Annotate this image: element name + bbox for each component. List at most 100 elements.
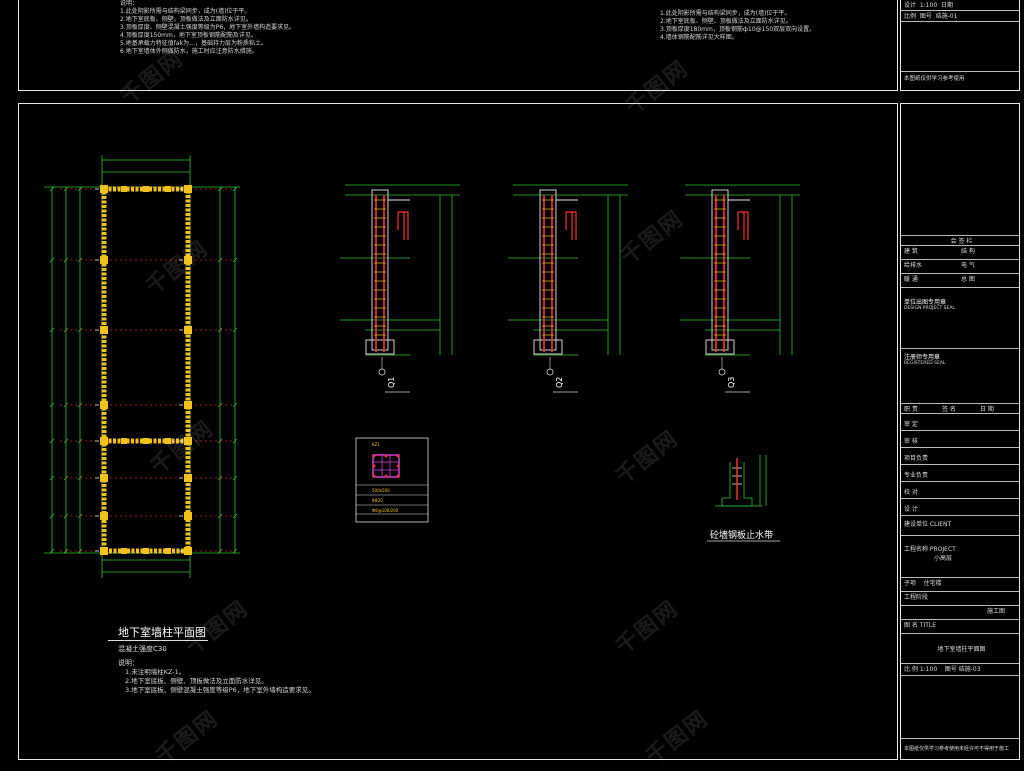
wall-column [100, 437, 108, 445]
wall-column [100, 185, 108, 193]
wall-column [184, 512, 192, 520]
staff-row: 审 核 [901, 431, 1019, 448]
section-label: Q1 [387, 377, 396, 388]
staff-row: 项目负责 [901, 448, 1019, 465]
tb-r2c: 结施-01 [935, 13, 958, 20]
tb-r2a: 比例 [904, 13, 917, 20]
rebar-dot [372, 454, 376, 458]
sub-label: 子项 [904, 580, 917, 587]
no-label: 图号 [944, 666, 957, 673]
project-value: 小高层 [934, 555, 953, 562]
staff-head-cell: 签 名 [942, 406, 956, 413]
waterstop-detail [707, 455, 780, 542]
note-line: 1.此处阴影所需与结构梁同步，成为(墙)位于平。 [660, 10, 791, 17]
rebar-dot [396, 464, 400, 468]
plan-notes-head: 说明： [118, 659, 139, 667]
reg-seal-sub: REGISTERED SEAL [904, 361, 946, 366]
right-title-block: 会 签 栏 建 筑结 构给排水电 气暖 通总 图 单位出图专用章 DESIGN … [900, 103, 1020, 760]
sign-row: 暖 通总 图 [901, 274, 1019, 288]
wall-column [184, 185, 192, 193]
wall-column-plan [44, 155, 240, 578]
plan-concrete: 混凝土强度C30 [118, 645, 167, 653]
wall-column [100, 256, 108, 264]
sub-value: 住宅楼 [923, 580, 942, 587]
wall-column [100, 401, 108, 409]
unit-seal-label: 单位出图专用章 [904, 299, 947, 306]
note-line: 说明： [120, 0, 139, 7]
wall-column [100, 474, 108, 482]
top-title-block: 设计 1:100 日期 比例 图号 结施-01 本图纸仅供学习参考使用 [900, 0, 1020, 91]
drawing-value: 地下室墙柱平面图 [901, 634, 1019, 664]
top-notes-left: 说明：1.此处阴影所需与结构梁同步，成为(墙)位于平。2.地下室底板、侧壁、顶板… [120, 0, 295, 56]
note-line: 2.地下室底板、侧壁、顶板做法及立面防水详见。 [660, 18, 792, 25]
staff-row: 设 计 [901, 499, 1019, 516]
staff-head-cell: 日 期 [980, 406, 994, 413]
note-line: 2.地下室底板、侧壁、顶板做法及立面防水详见。 [120, 16, 252, 23]
column-label: Φ8@100/200 [372, 508, 399, 513]
waterstop-label: 砼墙钢板止水带 [710, 531, 774, 541]
wall-column [184, 256, 192, 264]
tb-r1b: 1:100 [919, 2, 938, 9]
top-notes-right: 1.此处阴影所需与结构梁同步，成为(墙)位于平。2.地下室底板、侧壁、顶板做法及… [660, 10, 815, 42]
wall-column [100, 547, 108, 555]
client-label: 建设单位 CLIENT [901, 516, 1019, 536]
rebar-dot [372, 464, 376, 468]
plan-note-line: 2.地下室底板、侧壁、顶板做法及立面防水详见。 [125, 677, 268, 685]
plan-note-line: 3.地下室底板、侧壁混凝土强度等级P6，地下室外墙构造要求见。 [125, 686, 315, 694]
tb-top-bottom: 本图纸仅供学习参考使用 [904, 76, 965, 82]
note-line: 3.顶板厚度180mm，顶板钢筋ф10@150双层双向设置。 [660, 26, 816, 33]
drawing-label: 图 名 TITLE [901, 620, 1019, 634]
wall-column [184, 326, 192, 334]
plan-notes: 1.未注明墙柱KZ-1。2.地下室底板、侧壁、顶板做法及立面防水详见。3.地下室… [125, 668, 315, 695]
column-label: 500x500 [372, 488, 390, 493]
reg-seal-label: 注册师专用章 [904, 354, 941, 361]
rebar-dot [396, 454, 400, 458]
project-label: 工程名称 PROJECT [904, 546, 956, 553]
drawing-frame [18, 103, 898, 760]
sign-row: 建 筑结 构 [901, 246, 1019, 260]
staff-row: 专业负责 [901, 465, 1019, 482]
note-line: 5.地基承载力特征值fak为…，基础持力层为粉质粘土。 [120, 40, 267, 47]
wall-column [184, 474, 192, 482]
right-footer: 本图纸仅供学习参考使用未经许可不得用于施工 [901, 738, 1019, 758]
wall-column [184, 401, 192, 409]
tb-r2b: 图号 [919, 13, 932, 20]
phase-value: 施工图 [901, 606, 1019, 620]
wall-section: Q3 [680, 184, 800, 393]
rebar-dot [384, 474, 388, 478]
scale-label: 比 例 [904, 666, 918, 673]
wall-column [184, 437, 192, 445]
top-notes-frame [18, 0, 898, 91]
plan-title-underline [108, 640, 208, 641]
wall-column [184, 547, 192, 555]
wall-section: Q1 [340, 184, 460, 393]
wall-section: Q2 [508, 184, 628, 393]
rebar-dot [372, 474, 376, 478]
unit-seal-sub: DESIGN PROJECT SEAL [904, 306, 955, 311]
staff-head-cell: 职 责 [904, 406, 918, 413]
scale-value: 1:100 [919, 666, 938, 673]
sign-head: 会 签 栏 [901, 236, 1019, 246]
staff-row: 校 对 [901, 482, 1019, 499]
note-line: 6.地下室墙体外侧做防水，施工时应注意防水措施。 [120, 48, 258, 55]
no-value: 结施-03 [958, 666, 981, 673]
sign-row: 给排水电 气 [901, 260, 1019, 274]
tb-r1c: 日期 [940, 2, 953, 9]
rebar-dot [396, 474, 400, 478]
rebar-dot [384, 454, 388, 458]
column-label: 8Φ20 [372, 498, 383, 503]
note-line: 4.墙体钢筋配筋详见大样图。 [660, 34, 738, 41]
column-label: KZ1 [372, 442, 380, 447]
tb-r1a: 设计 [904, 2, 917, 9]
wall-column [100, 512, 108, 520]
note-line: 1.此处阴影所需与结构梁同步，成为(墙)位于平。 [120, 8, 251, 15]
phase-label: 工程阶段 [901, 592, 1019, 606]
section-label: Q3 [727, 377, 736, 388]
staff-row: 审 定 [901, 414, 1019, 431]
note-line: 3.顶板厚度、侧壁混凝土强度等级为P6，地下室外墙构造要求见。 [120, 24, 296, 31]
plan-note-line: 1.未注明墙柱KZ-1。 [125, 668, 186, 676]
note-line: 4.顶板厚度150mm，地下室顶板钢筋配筋及详见。 [120, 32, 257, 39]
plan-title: 地下室墙柱平面图 [118, 626, 206, 639]
